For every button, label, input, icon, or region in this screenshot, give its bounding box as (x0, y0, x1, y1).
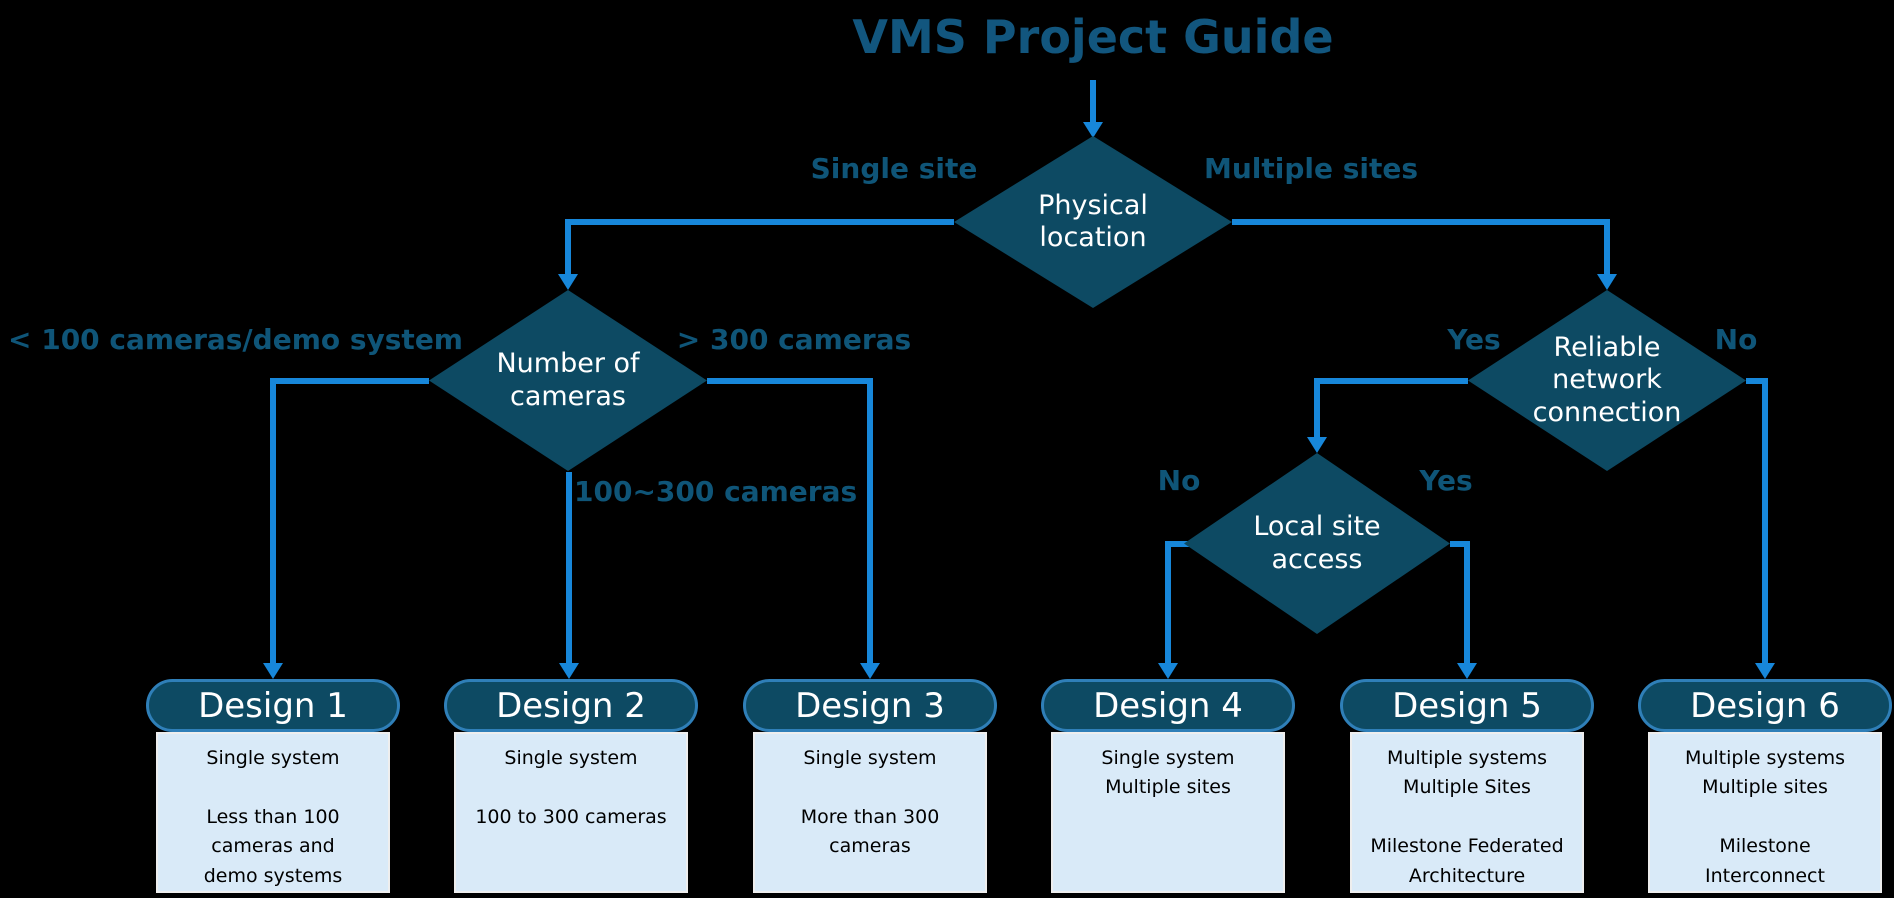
edge-title-to-physical-line (1090, 80, 1096, 122)
edge-physical-to-cameras-arrowhead (558, 274, 578, 290)
edge-local-to-design4-vline (1165, 541, 1171, 663)
design-3-title: Design 3 (795, 685, 945, 726)
design-3-header: Design 3 (743, 679, 997, 732)
design-5-header: Design 5 (1340, 679, 1594, 732)
design-1-title: Design 1 (198, 685, 348, 726)
edge-label-multiple-sites: Multiple sites (1203, 152, 1419, 185)
design-5-title: Design 5 (1392, 685, 1542, 726)
edge-physical-to-reliable-hline (1232, 219, 1610, 225)
design-1-body: Single system Less than 100 cameras and … (156, 732, 390, 893)
edge-reliable-to-design6-arrowhead (1755, 663, 1775, 679)
edge-physical-to-cameras-vline (565, 219, 571, 274)
edge-cameras-to-design2-vline (566, 472, 572, 663)
edge-cameras-to-design3-hline (707, 378, 873, 384)
design-6-title: Design 6 (1690, 685, 1840, 726)
node-physical-location-label: Physical location (1038, 189, 1148, 253)
node-reliable-network: Reliable network connection (1468, 290, 1746, 471)
design-4-body: Single system Multiple sites (1051, 732, 1285, 893)
diagram-title: VMS Project Guide (852, 10, 1334, 64)
edge-local-to-design5-hline (1450, 541, 1470, 547)
edge-label-single-site: Single site (810, 152, 978, 185)
edge-physical-to-reliable-arrowhead (1597, 274, 1617, 290)
edge-physical-to-reliable-vline (1604, 219, 1610, 274)
edge-cameras-to-design1-hline (270, 378, 429, 384)
design-6-header: Design 6 (1638, 679, 1892, 732)
edge-reliable-to-local-arrowhead (1307, 437, 1327, 453)
design-6-body: Multiple systems Multiple sites Mileston… (1648, 732, 1882, 893)
edge-label-over-300: > 300 cameras (676, 323, 912, 356)
edge-cameras-to-design1-arrowhead (263, 663, 283, 679)
edge-cameras-to-design2-arrowhead (559, 663, 579, 679)
design-2-body: Single system 100 to 300 cameras (454, 732, 688, 893)
edge-label-local-no: No (1157, 464, 1201, 497)
node-number-of-cameras: Number of cameras (429, 290, 707, 471)
edge-label-100-300: 100~300 cameras (574, 475, 858, 508)
design-3-card: Design 3 Single system More than 300 cam… (743, 679, 997, 898)
edge-reliable-to-design6-hline (1746, 378, 1768, 384)
edge-reliable-to-local-vline (1314, 378, 1320, 437)
edge-cameras-to-design3-vline (867, 378, 873, 663)
design-3-body: Single system More than 300 cameras (753, 732, 987, 893)
node-reliable-network-label: Reliable network connection (1532, 331, 1682, 428)
design-1-card: Design 1 Single system Less than 100 cam… (146, 679, 400, 898)
edge-title-to-physical-arrowhead (1083, 122, 1103, 138)
design-4-card: Design 4 Single system Multiple sites (1041, 679, 1295, 898)
edge-cameras-to-design3-arrowhead (860, 663, 880, 679)
design-6-card: Design 6 Multiple systems Multiple sites… (1638, 679, 1892, 898)
edge-cameras-to-design1-vline (270, 378, 276, 663)
node-number-of-cameras-label: Number of cameras (496, 348, 640, 412)
edge-label-reliable-no: No (1714, 323, 1758, 356)
design-2-card: Design 2 Single system 100 to 300 camera… (444, 679, 698, 898)
edge-local-to-design4-arrowhead (1158, 663, 1178, 679)
edge-label-under-100: < 100 cameras/demo system (8, 323, 463, 356)
design-4-header: Design 4 (1041, 679, 1295, 732)
edge-local-to-design4-hline (1165, 541, 1190, 547)
edge-local-to-design5-vline (1464, 541, 1470, 663)
edge-label-local-yes: Yes (1419, 464, 1473, 497)
edge-reliable-to-design6-vline (1762, 378, 1768, 663)
edge-reliable-to-local-hline (1314, 378, 1468, 384)
design-5-body: Multiple systems Multiple Sites Mileston… (1350, 732, 1584, 893)
edge-local-to-design5-arrowhead (1457, 663, 1477, 679)
design-2-title: Design 2 (496, 685, 646, 726)
node-local-site-access-label: Local site access (1253, 511, 1381, 575)
edge-label-reliable-yes: Yes (1447, 323, 1501, 356)
design-4-title: Design 4 (1093, 685, 1243, 726)
design-5-card: Design 5 Multiple systems Multiple Sites… (1340, 679, 1594, 898)
design-2-header: Design 2 (444, 679, 698, 732)
edge-physical-to-cameras-hline (565, 219, 954, 225)
design-1-header: Design 1 (146, 679, 400, 732)
